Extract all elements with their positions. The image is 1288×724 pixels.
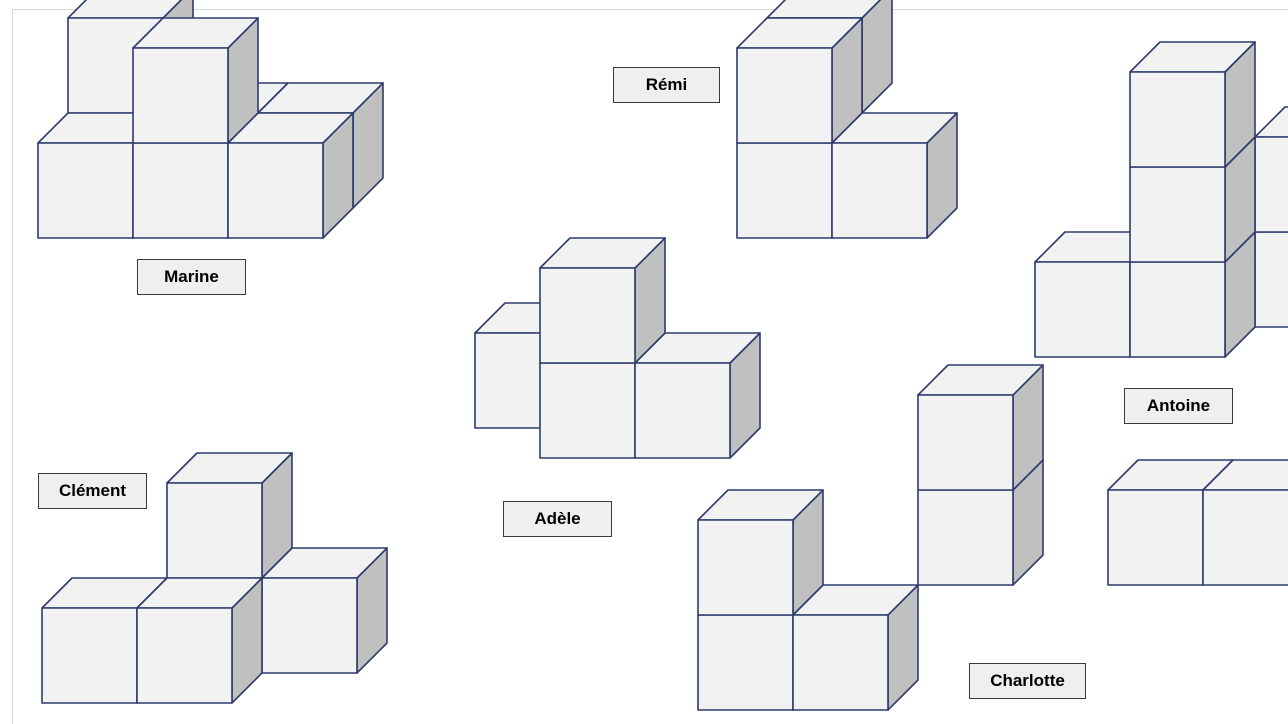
cube-front-face	[792, 614, 889, 711]
cube-front-face	[539, 362, 636, 459]
cube-front-face	[917, 489, 1014, 586]
cube-front-face	[1129, 166, 1226, 263]
structure-clement	[41, 452, 388, 704]
cube-front-face	[634, 362, 731, 459]
canvas-frame	[12, 9, 1288, 724]
cube-front-face	[697, 614, 794, 711]
cube-front-face	[37, 142, 134, 239]
label-clement: Clément	[38, 473, 147, 509]
cube-front-face	[1254, 136, 1288, 233]
cube-front-face	[136, 607, 233, 704]
cube-front-face	[736, 47, 833, 144]
cube-front-face	[41, 607, 138, 704]
cube-front-face	[1107, 489, 1204, 586]
label-marine: Marine	[137, 259, 246, 295]
cube-front-face	[539, 267, 636, 364]
cube-front-face	[261, 577, 358, 674]
cube-front-face	[1129, 261, 1226, 358]
cube-side-face	[861, 0, 893, 114]
cube-front-face	[697, 519, 794, 616]
label-antoine: Antoine	[1124, 388, 1233, 424]
cube-top-face	[1254, 106, 1288, 138]
cube-front-face	[1034, 261, 1131, 358]
cube-front-face	[166, 482, 263, 579]
label-adele: Adèle	[503, 501, 612, 537]
structure-remi	[736, 0, 958, 239]
cube-front-face	[227, 142, 324, 239]
cube-front-face	[1129, 71, 1226, 168]
cube-front-face	[736, 142, 833, 239]
cube-front-face	[132, 142, 229, 239]
cube-front-face	[132, 47, 229, 144]
structure-antoine	[1034, 41, 1288, 358]
cube-front-face	[917, 394, 1014, 491]
structure-adele	[474, 237, 761, 459]
cube-front-face	[831, 142, 928, 239]
structure-marine	[37, 0, 384, 239]
cube-front-face	[1254, 231, 1288, 328]
cube-front-face	[1202, 489, 1288, 586]
label-charlotte: Charlotte	[969, 663, 1086, 699]
label-remi: Rémi	[613, 67, 720, 103]
structure-charlotte	[697, 364, 1288, 711]
